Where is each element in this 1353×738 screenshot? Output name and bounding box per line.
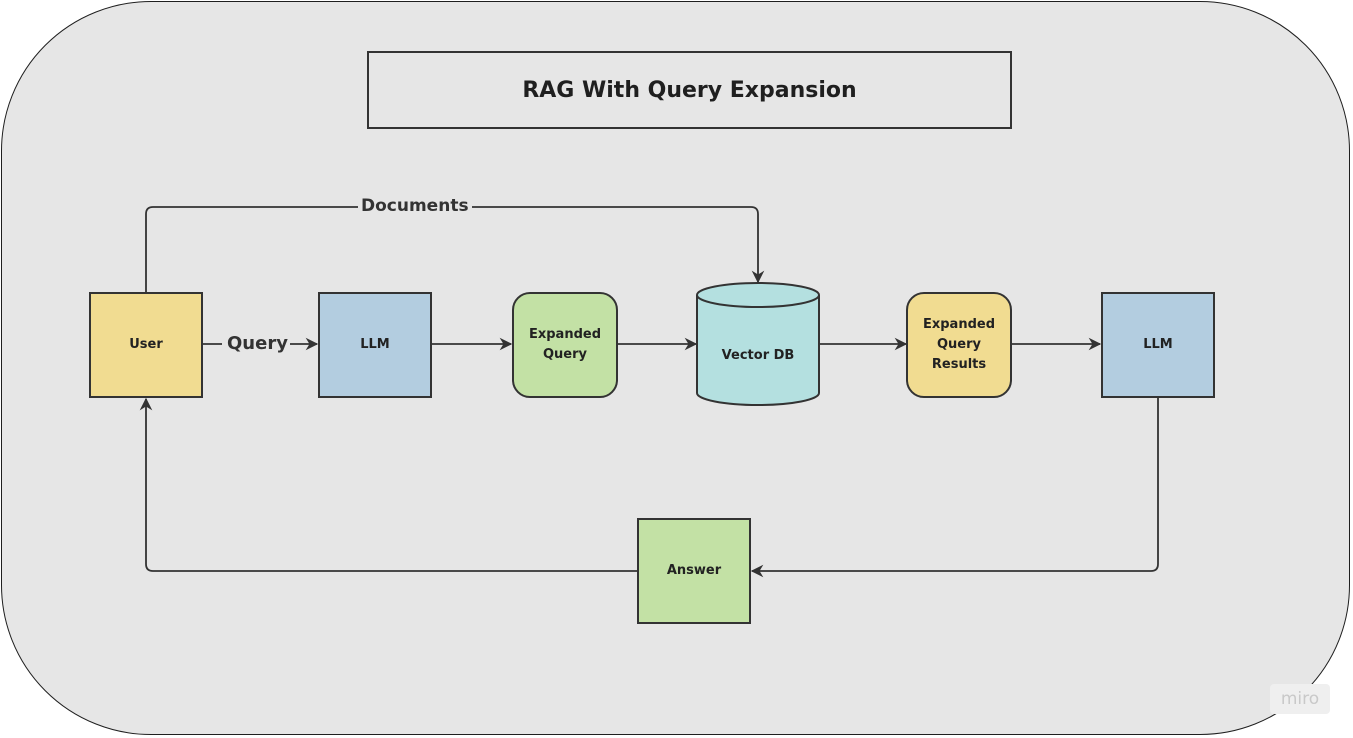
- diagram-title: RAG With Query Expansion: [367, 51, 1012, 129]
- node-vector-db: Vector DB: [697, 307, 819, 405]
- node-expanded-query: Expanded Query: [512, 292, 618, 398]
- node-expanded-query-results-label: Expanded Query Results: [922, 317, 996, 372]
- edge-llm-to-answer: [750, 398, 1159, 578]
- vector-db-cylinder: [696, 282, 820, 406]
- edge-label-documents: Documents: [358, 198, 472, 215]
- node-expanded-query-results: Expanded Query Results: [906, 292, 1012, 398]
- node-answer-label: Answer: [666, 563, 722, 578]
- node-llm-second: LLM: [1101, 292, 1215, 398]
- node-user: User: [89, 292, 203, 398]
- edge-answer-to-user: [139, 397, 637, 572]
- edge-label-query: Query: [225, 333, 290, 354]
- node-llm-first: LLM: [318, 292, 432, 398]
- node-llm-first-label: LLM: [360, 337, 390, 352]
- edge-documents: [145, 206, 765, 292]
- node-llm-second-label: LLM: [1143, 337, 1173, 352]
- node-expanded-query-label: Expanded Query: [528, 327, 602, 362]
- miro-watermark: miro: [1270, 684, 1330, 714]
- node-user-label: User: [129, 337, 163, 352]
- node-vector-db-label: Vector DB: [721, 348, 795, 363]
- node-answer: Answer: [637, 518, 751, 624]
